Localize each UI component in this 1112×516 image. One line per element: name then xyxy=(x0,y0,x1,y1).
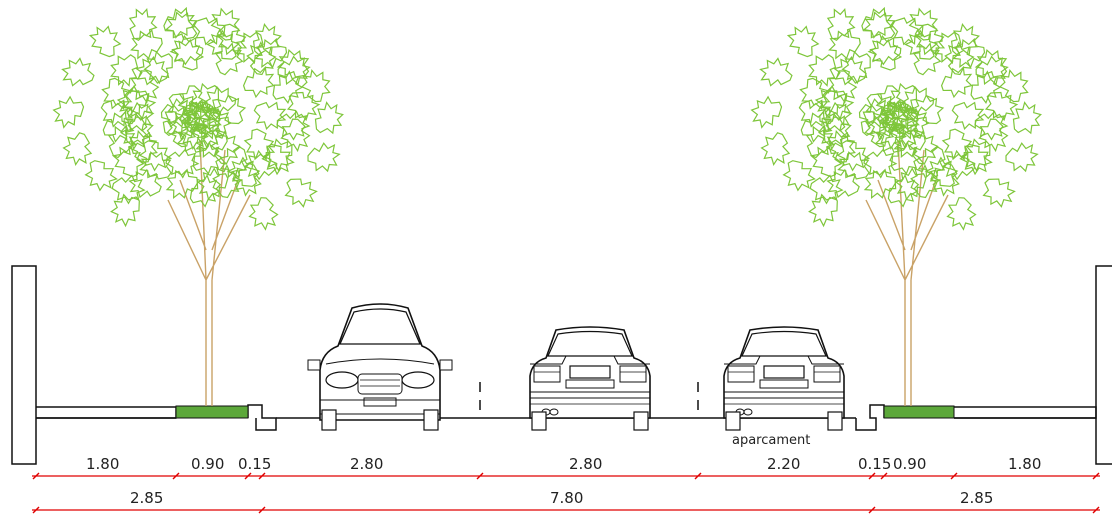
dim-sidewalk-left: 1.80 xyxy=(86,455,119,473)
dim-total-roadway: 7.80 xyxy=(550,489,583,507)
leaf-cluster xyxy=(835,44,879,89)
parking-label: aparcament xyxy=(732,433,810,448)
left-planter-grass xyxy=(175,405,249,419)
leaf-cluster xyxy=(978,84,1023,127)
dimension-tick xyxy=(1092,472,1100,480)
leaf-cluster xyxy=(59,55,98,90)
dim-planter-left: 0.90 xyxy=(191,455,224,473)
leaf-cluster xyxy=(757,55,796,90)
right-planter-grass xyxy=(883,405,955,419)
leaf-cluster xyxy=(795,106,839,148)
leaf-cluster xyxy=(104,187,148,232)
dim-lane-2: 2.80 xyxy=(569,455,602,473)
leaf-cluster xyxy=(278,170,322,214)
left-tree xyxy=(46,2,350,406)
leaf-cluster xyxy=(782,19,825,63)
leaf-cluster xyxy=(84,19,127,63)
dimension-tick xyxy=(258,506,266,514)
dim-parking: 2.20 xyxy=(767,455,800,473)
dimension-tick xyxy=(244,472,252,480)
dimension-tick xyxy=(258,472,266,480)
car-front-view xyxy=(307,303,453,431)
leaf-cluster xyxy=(744,90,789,134)
dim-sidewalk-right: 1.80 xyxy=(1008,455,1041,473)
leaf-cluster xyxy=(824,67,860,106)
dim-total-left: 2.85 xyxy=(130,489,163,507)
left-tree-foliage xyxy=(46,2,350,232)
right-building-wall xyxy=(1095,265,1112,465)
dimension-tick xyxy=(172,472,180,480)
leaf-cluster xyxy=(963,66,1008,110)
leaf-cluster xyxy=(124,5,161,45)
dimension-tick xyxy=(880,472,888,480)
leaf-cluster xyxy=(823,24,865,64)
leaf-cluster xyxy=(126,166,165,202)
leaf-cluster xyxy=(944,195,978,232)
leaf-cluster xyxy=(125,24,167,64)
leaf-cluster xyxy=(824,166,863,202)
leaf-cluster xyxy=(246,195,280,232)
dimension-tick xyxy=(868,472,876,480)
dim-total-right: 2.85 xyxy=(960,489,993,507)
leaf-cluster xyxy=(97,106,141,148)
left-tree-trunk xyxy=(167,139,251,406)
dimension-tick xyxy=(476,472,484,480)
leaf-cluster xyxy=(61,130,95,167)
leaf-cluster xyxy=(1005,97,1048,141)
leaf-cluster xyxy=(1002,139,1041,176)
leaf-cluster xyxy=(976,170,1020,214)
right-tree xyxy=(744,2,1048,406)
dim-planter-right: 0.90 xyxy=(893,455,926,473)
leaf-cluster xyxy=(759,130,793,167)
dimension-tick xyxy=(1092,506,1100,514)
leaf-cluster xyxy=(278,116,313,154)
dimension-line-row1 xyxy=(32,472,1100,480)
car-rear-view-1 xyxy=(529,326,651,431)
leaf-cluster xyxy=(46,90,91,134)
leaf-cluster xyxy=(126,67,162,106)
leaf-cluster xyxy=(976,116,1011,154)
dimension-tick xyxy=(868,506,876,514)
right-tree-trunk xyxy=(865,139,949,406)
leaf-cluster xyxy=(265,66,310,110)
dimension-line-row2 xyxy=(32,506,1100,514)
right-tree-foliage xyxy=(744,2,1048,232)
leaf-cluster xyxy=(304,139,343,176)
dim-curb-left: 0.15 xyxy=(238,455,271,473)
leaf-cluster xyxy=(137,44,181,89)
dimension-tick xyxy=(694,472,702,480)
dimension-tick xyxy=(950,472,958,480)
dimension-tick xyxy=(32,506,40,514)
dimension-tick xyxy=(32,472,40,480)
dim-curb-right: 0.15 xyxy=(858,455,891,473)
leaf-cluster xyxy=(280,84,325,127)
left-building-wall xyxy=(11,265,37,465)
leaf-cluster xyxy=(307,97,350,141)
leaf-cluster xyxy=(802,187,846,232)
dim-lane-1: 2.80 xyxy=(350,455,383,473)
leaf-cluster xyxy=(822,5,859,45)
car-rear-view-2 xyxy=(723,326,845,431)
